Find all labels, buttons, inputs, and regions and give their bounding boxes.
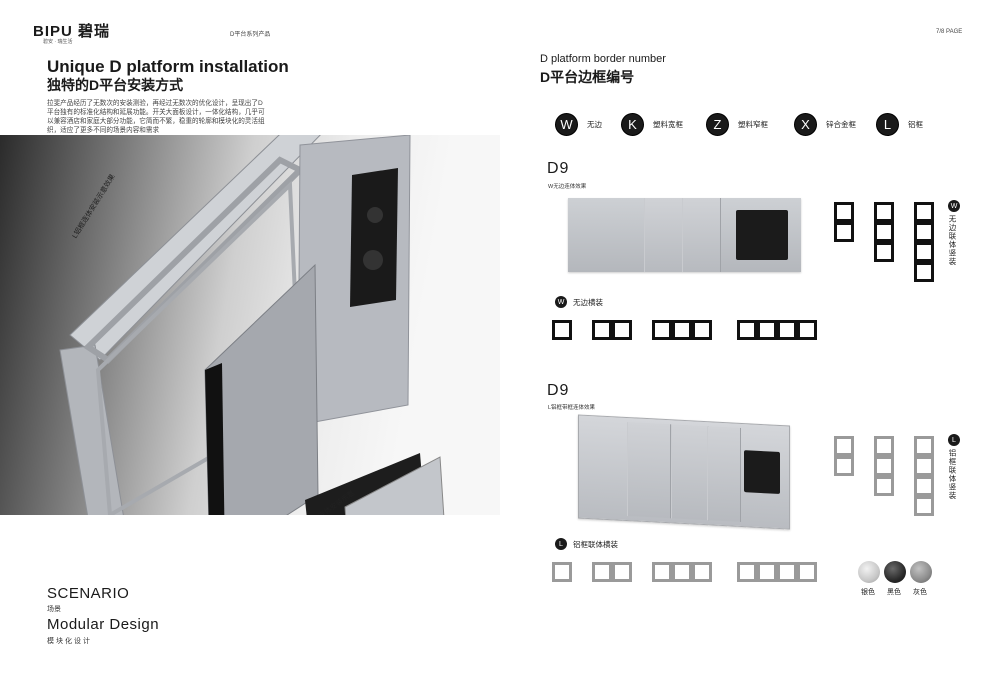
w-horizontal-4gang	[737, 320, 817, 340]
w-horizontal-1gang	[552, 320, 572, 340]
w-vertical-label: 无边联体竖装	[948, 215, 957, 266]
section-title: D9	[547, 160, 570, 177]
legend-item-l: L 铝框	[876, 112, 923, 136]
legend-label: 锌合金框	[826, 119, 856, 129]
l-horizontal-1gang	[552, 562, 572, 582]
series-label: D平台系列产品	[230, 32, 271, 38]
legend-item-w: W 无边	[555, 112, 602, 136]
l-vertical-2gang	[834, 436, 854, 476]
section-subtitle: L铝框带框连体效果	[548, 405, 596, 411]
section-subtitle: W无边连体效果	[548, 184, 587, 190]
w-vertical-3gang	[874, 202, 894, 262]
switch-key	[707, 426, 741, 522]
l-vertical-label: 铝框联体竖装	[948, 449, 957, 500]
color-swatch-grey	[910, 561, 932, 583]
page-title-cn: 独特的D平台安装方式	[47, 77, 184, 93]
w-vertical-4gang	[914, 202, 934, 282]
legend-label: 塑料宽框	[653, 119, 683, 129]
legend-code-badge: W	[555, 112, 578, 136]
w-vertical-2gang	[834, 202, 854, 242]
legend-code-badge: Z	[706, 112, 729, 136]
switch-key	[671, 424, 709, 521]
section-title: D9	[547, 382, 570, 399]
w-panel-product	[568, 198, 801, 272]
legend-label: 塑料窄框	[738, 119, 768, 129]
w-horizontal-3gang	[652, 320, 712, 340]
legend-label: 无边	[587, 119, 602, 129]
legend-item-z: Z 塑料窄框	[706, 112, 768, 136]
modular-title-en: Modular Design	[47, 616, 160, 633]
l-horizontal-4gang	[737, 562, 817, 582]
l-vertical-4gang	[914, 436, 934, 516]
l-horizontal-badge: L	[555, 538, 567, 550]
brand-tagline: 碧安 · 瑞生活	[43, 39, 73, 45]
color-swatch-silver	[858, 561, 880, 583]
switch-key	[644, 198, 683, 272]
l-vertical-3gang	[874, 436, 894, 496]
color-swatch-black	[884, 561, 906, 583]
l-horizontal-3gang	[652, 562, 712, 582]
socket-module	[744, 450, 780, 495]
legend-item-k: K 塑料宽框	[621, 112, 683, 136]
l-horizontal-heading: L 铝框联体横装	[555, 538, 618, 550]
scenario-title-cn: 场景	[47, 606, 61, 613]
legend-code-badge: L	[876, 112, 899, 136]
border-title-cn: D平台边框编号	[540, 69, 635, 85]
l-vertical-badge: L	[948, 434, 960, 446]
l-horizontal-label: 铝框联体横装	[573, 539, 618, 549]
legend-label: 铝框	[908, 119, 923, 129]
border-title-en: D platform border number	[540, 53, 666, 65]
w-horizontal-heading: W 无边横装	[555, 296, 603, 308]
color-label-black: 黑色	[887, 589, 901, 596]
legend-code-badge: X	[794, 112, 817, 136]
w-horizontal-2gang	[592, 320, 632, 340]
w-horizontal-badge: W	[555, 296, 567, 308]
l-horizontal-2gang	[592, 562, 632, 582]
legend-code-badge: K	[621, 112, 644, 136]
w-vertical-badge: W	[948, 200, 960, 212]
switch-key	[627, 422, 671, 519]
l-panel-product	[578, 414, 790, 530]
switch-key	[682, 198, 721, 272]
brand-logo: BIPU 碧瑞	[33, 23, 111, 40]
page-number: 7/8 PAGE	[936, 29, 963, 35]
legend-item-x: X 锌合金框	[794, 112, 856, 136]
socket-module	[736, 210, 788, 260]
intro-description: 拉斐产品经历了无数次的安装测验，再经过无数次的优化设计，呈现出了D平台独有的标准…	[47, 100, 265, 134]
color-label-silver: 银色	[861, 589, 875, 596]
product-installation-photo: L铝框连体安装示意效果 W无边连体安装示意	[0, 135, 500, 515]
modular-title-cn: 模块化设计	[47, 638, 92, 645]
page-title-en: Unique D platform installation	[47, 57, 289, 76]
scenario-title-en: SCENARIO	[47, 585, 130, 602]
color-label-grey: 灰色	[913, 589, 927, 596]
installation-illustration	[59, 135, 445, 515]
w-horizontal-label: 无边横装	[573, 297, 603, 307]
